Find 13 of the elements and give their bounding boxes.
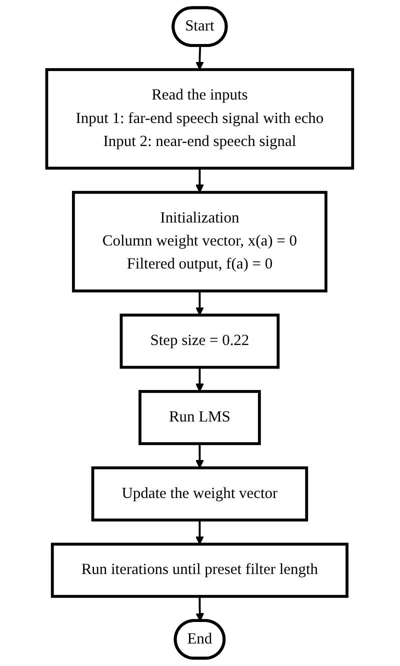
arrow: [196, 168, 204, 193]
node-box: Step size = 0.22: [120, 314, 280, 369]
arrow: [196, 46, 204, 70]
node-box: Read the inputs Input 1: far-end speech signal with echo Input 2: near-end speech signal: [46, 68, 354, 170]
node-box: Run LMS: [138, 390, 262, 446]
arrow: [196, 444, 204, 468]
arrow: [196, 520, 204, 545]
node-box: Update the weight vector: [92, 466, 308, 522]
arrow: [196, 290, 204, 316]
arrow: [196, 596, 204, 622]
arrow: [196, 367, 204, 392]
node-box: Run iterations until preset filter length: [51, 542, 349, 598]
node-box: Initialization Column weight vector, x(a) = 0 Filtered output, f(a) = 0: [72, 190, 328, 292]
